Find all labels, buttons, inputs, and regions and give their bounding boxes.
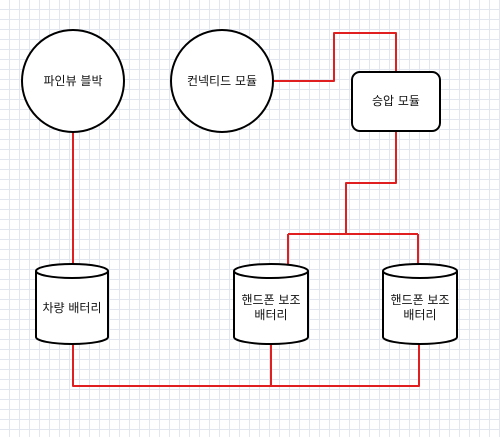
wire-boost-to-batteries: [287, 131, 419, 270]
boost-module-node[interactable]: [351, 71, 441, 132]
wire-connected-to-boost: [272, 32, 397, 82]
wire-battery-bottom-bus: [72, 340, 420, 387]
phone-battery-2-node[interactable]: [382, 263, 458, 345]
finebue-node[interactable]: [21, 29, 125, 133]
phone-battery-1-node[interactable]: [233, 263, 309, 345]
car-battery-node[interactable]: [35, 263, 109, 345]
connected-module-node[interactable]: [170, 29, 274, 133]
